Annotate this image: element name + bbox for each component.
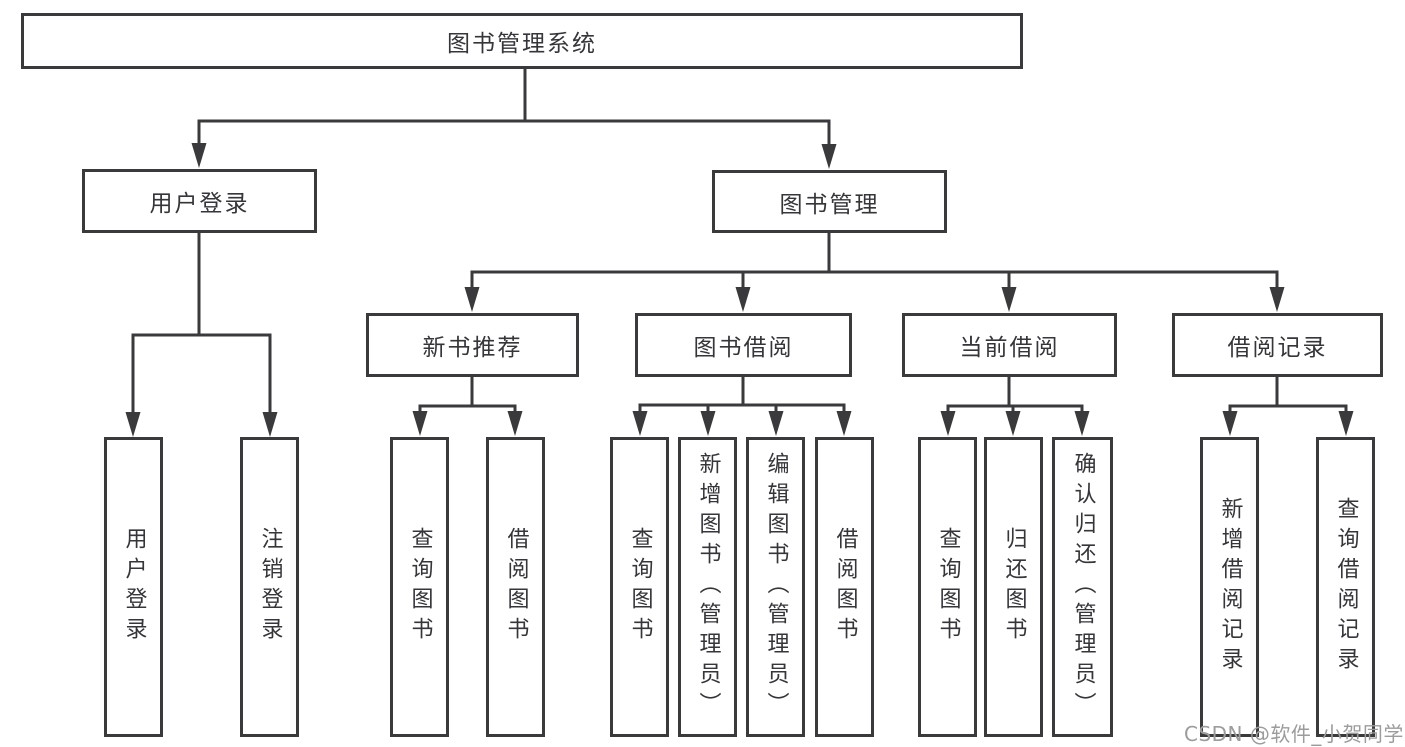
arrowhead — [507, 411, 523, 436]
connector-bookborrow-to-leaves — [638, 375, 846, 418]
leaf-logout: 注销登录 — [240, 437, 299, 737]
arrowhead — [1005, 411, 1021, 436]
connector-borrowrecords-to-leaves — [1228, 375, 1348, 418]
leaf-recommend-query-books: 查询图书 — [390, 437, 449, 737]
connector-root-to-level2 — [197, 67, 831, 150]
node-borrowing-records: 借阅记录 — [1172, 313, 1383, 377]
arrowhead — [464, 287, 480, 312]
connector-bookmgmt-to-level3 — [470, 231, 1279, 293]
leaf-borrowing-borrow-books: 借阅图书 — [815, 437, 874, 737]
leaf-logout-label: 注销登录 — [257, 527, 283, 647]
arrowhead — [1222, 411, 1238, 436]
connector-newbookrec-to-leaves — [418, 375, 517, 418]
node-current-borrowing: 当前借阅 — [902, 313, 1117, 377]
leaf-records-add-record: 新增借阅记录 — [1200, 437, 1259, 737]
node-book-borrowing: 图书借阅 — [635, 313, 852, 377]
leaf-borrowing-query-books: 查询图书 — [610, 437, 669, 737]
leaf-user-login-label: 用户登录 — [121, 527, 147, 647]
leaf-user-login: 用户登录 — [104, 437, 163, 737]
leaf-records-query-record: 查询借阅记录 — [1316, 437, 1375, 737]
leaf-current-query-books-label: 查询图书 — [935, 527, 961, 647]
arrowhead — [821, 144, 837, 169]
leaf-recommend-query-books-label: 查询图书 — [407, 527, 433, 647]
arrowhead — [700, 411, 716, 436]
arrowhead — [125, 412, 141, 437]
leaf-borrowing-borrow-books-label: 借阅图书 — [832, 527, 858, 647]
node-book-management: 图书管理 — [712, 170, 947, 233]
leaf-current-confirm-return-admin: 确认归还（管理员） — [1052, 437, 1113, 737]
leaf-borrowing-add-books-admin: 新增图书（管理员） — [678, 437, 737, 737]
leaf-recommend-borrow-books: 借阅图书 — [486, 437, 545, 737]
arrowhead — [836, 411, 852, 436]
leaf-current-return-books: 归还图书 — [984, 437, 1043, 737]
connector-currentborrow-to-leaves — [946, 375, 1084, 418]
arrowhead — [735, 287, 751, 312]
leaf-borrowing-edit-books-admin: 编辑图书（管理员） — [746, 437, 805, 737]
arrowhead — [1001, 287, 1017, 312]
arrowhead — [768, 411, 784, 436]
arrowhead — [1338, 411, 1354, 436]
arrowhead — [940, 411, 956, 436]
leaf-borrowing-query-books-label: 查询图书 — [627, 527, 653, 647]
node-library-system-root: 图书管理系统 — [21, 13, 1023, 69]
leaf-borrowing-add-books-admin-label: 新增图书（管理员） — [695, 452, 721, 722]
arrowhead — [1074, 411, 1090, 436]
connector-userlogin-to-leaves — [131, 231, 272, 418]
leaf-records-add-record-label: 新增借阅记录 — [1217, 497, 1243, 677]
leaf-current-confirm-return-admin-label: 确认归还（管理员） — [1070, 452, 1096, 722]
node-new-book-recommend: 新书推荐 — [366, 313, 579, 377]
arrowheads — [125, 143, 1354, 437]
arrowhead — [262, 412, 278, 437]
leaf-current-return-books-label: 归还图书 — [1001, 527, 1027, 647]
arrowhead — [632, 411, 648, 436]
leaf-current-query-books: 查询图书 — [918, 437, 977, 737]
node-user-login: 用户登录 — [82, 169, 317, 233]
leaf-records-query-record-label: 查询借阅记录 — [1333, 497, 1359, 677]
leaf-recommend-borrow-books-label: 借阅图书 — [503, 527, 529, 647]
leaf-borrowing-edit-books-admin-label: 编辑图书（管理员） — [763, 452, 789, 722]
csdn-watermark: CSDN @软件_小贺同学 — [1184, 722, 1404, 746]
arrowhead — [1269, 287, 1285, 312]
arrowhead — [191, 143, 207, 168]
arrowhead — [412, 411, 428, 436]
